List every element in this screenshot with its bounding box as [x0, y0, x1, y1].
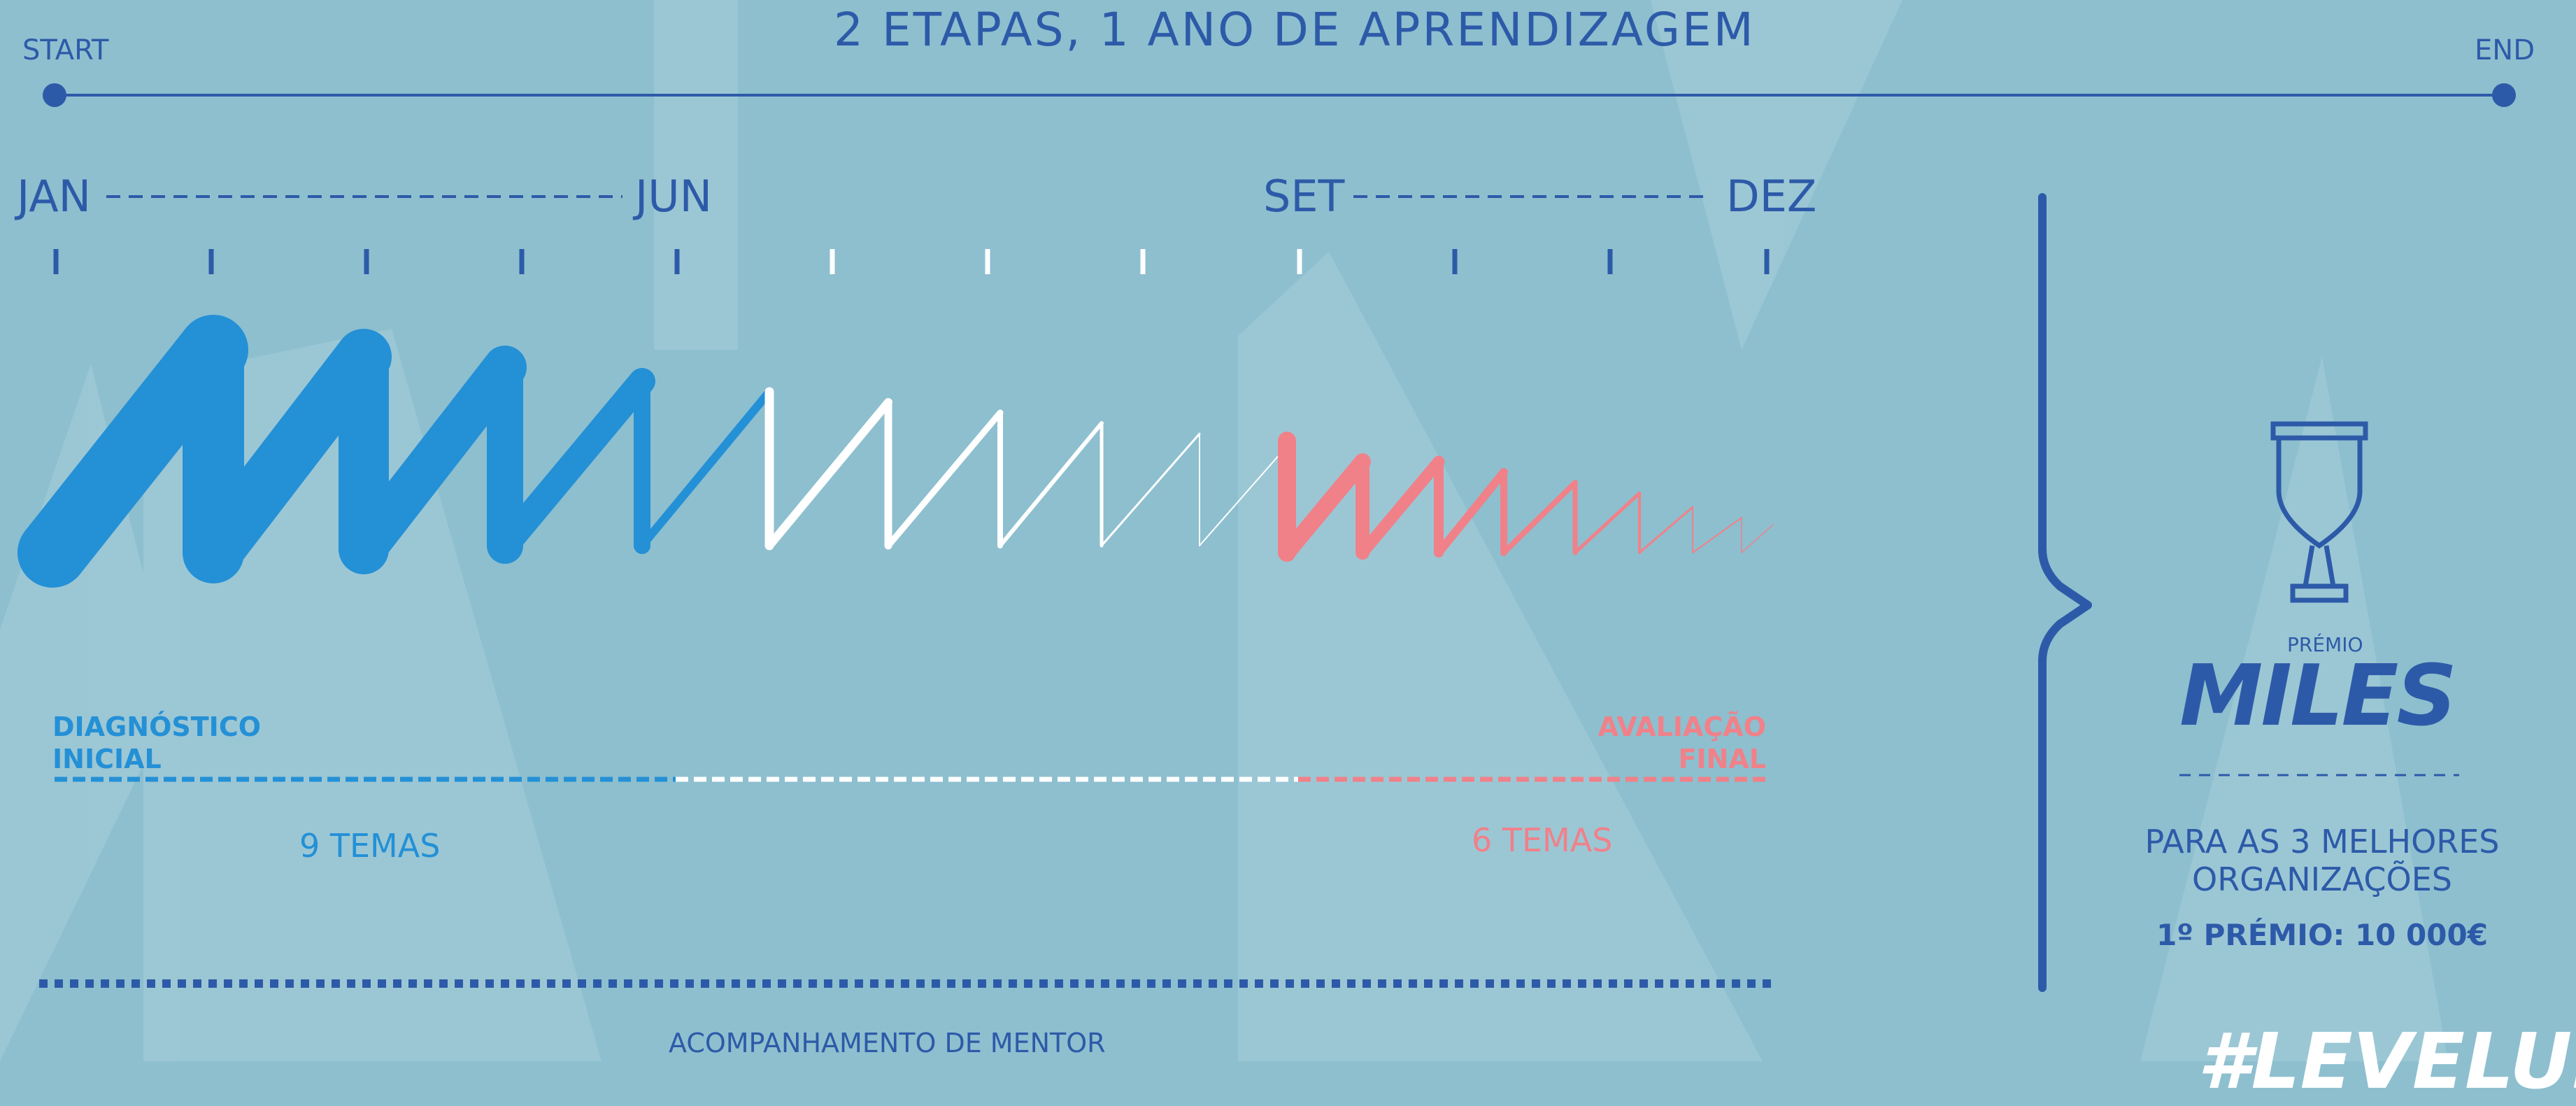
timeline-end-dot: [2492, 83, 2516, 107]
timeline-end-label: END: [2475, 34, 2535, 66]
prize-target-line2: ORGANIZAÇÕES: [2191, 860, 2453, 898]
stage-label-diagnostico: DIAGNÓSTICO INICIAL: [52, 711, 261, 775]
month-ticks: [53, 249, 1770, 274]
mentor-label: ACOMPANHAMENTO DE MENTOR: [669, 1028, 1106, 1058]
infographic-graphics: [0, 0, 2516, 1061]
learning-wave: [17, 315, 1774, 588]
stage-label-diagnostico-line1: DIAGNÓSTICO: [52, 711, 262, 742]
month-label-jan: JAN: [17, 171, 91, 222]
wave-stroke-pink: [1356, 455, 1445, 559]
timeline-start-label: START: [22, 34, 109, 66]
wave-stroke-blue: [492, 368, 655, 559]
month-label-dez: DEZ: [1726, 171, 1817, 222]
wave-stroke-white: [765, 398, 892, 550]
page-title: 2 ETAPAS, 1 ANO DE APRENDIZAGEM: [834, 3, 1756, 57]
timeline-start-dot: [43, 83, 66, 107]
wave-stroke-white: [998, 421, 1104, 548]
wave-stroke-white: [1100, 432, 1201, 547]
trophy-icon: [2270, 421, 2368, 603]
wave-stroke-pink: [1573, 491, 1642, 555]
brand-logo: MILES: [2179, 648, 2457, 745]
wave-stroke-blue: [342, 346, 527, 571]
bg-band-5: [2140, 357, 2448, 1061]
wave-stroke-pink: [1279, 453, 1371, 561]
bg-band-3: [1238, 252, 1763, 1061]
bg-band-4: [1651, 0, 1902, 350]
prize-label: PRÉMIO: [2287, 633, 2363, 656]
wave-stroke-pink: [1638, 506, 1694, 554]
hashtag: #LEVELUP: [2198, 1016, 2576, 1106]
temas-diagnostico: 9 TEMAS: [299, 827, 441, 865]
wave-stroke-pink: [1692, 517, 1742, 553]
month-label-set: SET: [1263, 171, 1345, 222]
wave-stroke-pink: [1435, 468, 1508, 557]
temas-avaliacao: 6 TEMAS: [1472, 821, 1613, 859]
brace: [2038, 193, 2092, 992]
stage-label-avaliacao-line1: AVALIAÇÃO: [1597, 711, 1766, 742]
stage-label-avaliacao-line2: FINAL: [1678, 744, 1766, 774]
first-prize: 1º PRÉMIO: 10 000€: [2156, 918, 2488, 952]
wave-stroke-white: [885, 409, 1004, 549]
wave-stroke-white: [1199, 447, 1286, 546]
wave-stroke-pink: [1501, 480, 1578, 555]
stage-label-diagnostico-line2: INICIAL: [52, 744, 162, 774]
wave-stroke-pink: [1741, 524, 1774, 553]
prize-target: PARA AS 3 MELHORES ORGANIZAÇÕES: [2126, 823, 2518, 898]
prize-target-line1: PARA AS 3 MELHORES: [2144, 823, 2500, 860]
wave-stroke-blue: [638, 388, 774, 550]
stage-label-avaliacao: AVALIAÇÃO FINAL: [1546, 711, 1766, 775]
month-label-jun: JUN: [635, 171, 713, 222]
